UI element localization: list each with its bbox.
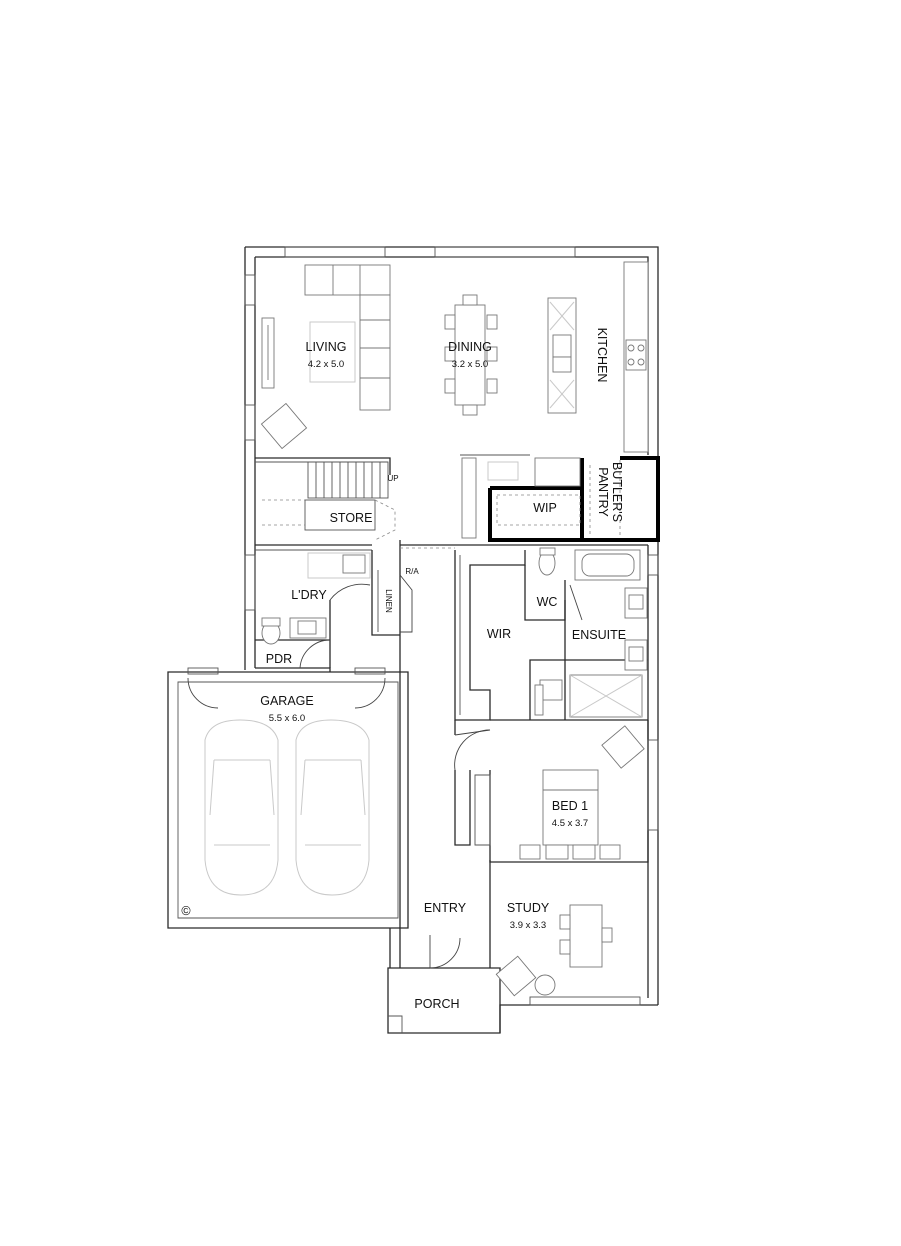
stair-up-label: UP [387, 474, 398, 483]
porch-label: PORCH [414, 997, 459, 1011]
butlers-pantry-label-line1: BUTLER'S [610, 462, 624, 522]
kitchen-label: KITCHEN [595, 328, 609, 383]
room-labels: LIVING 4.2 x 5.0 DINING 3.2 x 5.0 KITCHE… [181, 328, 626, 1011]
butlers-pantry-label-line2: PANTRY [596, 467, 610, 517]
pdr-label: PDR [266, 652, 292, 666]
wir-label: WIR [487, 627, 511, 641]
bed1-dims: 4.5 x 3.7 [552, 818, 588, 829]
laundry-label: L'DRY [291, 588, 327, 602]
garage-label: GARAGE [260, 694, 314, 708]
doors [187, 574, 583, 969]
ensuite-label: ENSUITE [572, 628, 626, 642]
bed1-label: BED 1 [552, 799, 588, 813]
copyright-mark: © [181, 904, 191, 918]
dining-dims: 3.2 x 5.0 [452, 359, 488, 370]
living-dims: 4.2 x 5.0 [308, 359, 344, 370]
study-dims: 3.9 x 3.3 [510, 920, 546, 931]
robe-label: R/A [405, 567, 419, 576]
study-label: STUDY [507, 901, 550, 915]
wip-label: WIP [533, 501, 557, 515]
stairs [262, 460, 621, 549]
garage-dims: 5.5 x 6.0 [269, 713, 305, 724]
entry-label: ENTRY [424, 901, 467, 915]
linen-label: LINEN [384, 589, 393, 613]
wc-label: WC [537, 595, 558, 609]
windows [187, 246, 659, 1006]
living-label: LIVING [306, 340, 347, 354]
dining-label: DINING [448, 340, 492, 354]
furniture [204, 261, 649, 997]
store-label: STORE [330, 511, 373, 525]
